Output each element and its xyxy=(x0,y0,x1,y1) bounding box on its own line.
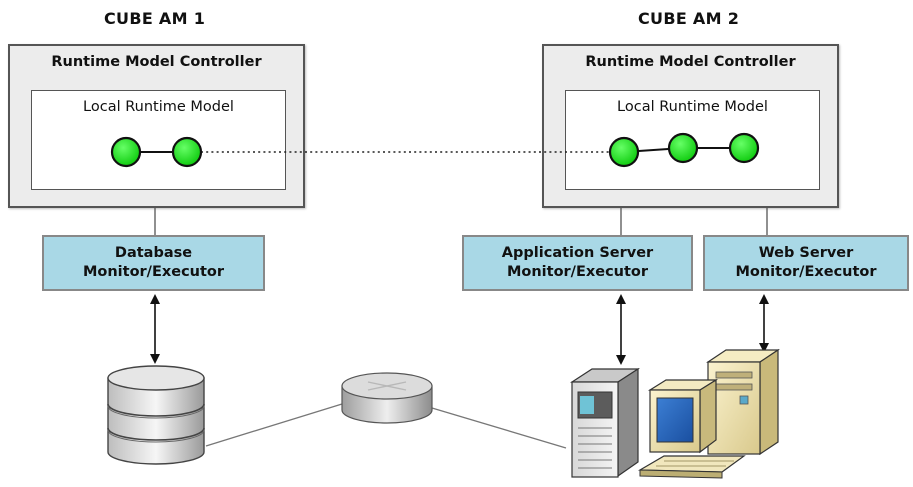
app-server-monitor-line2: Monitor/Executor xyxy=(506,264,649,280)
network-link-router-servers xyxy=(431,407,567,449)
am1-node-2 xyxy=(171,136,203,168)
am1-title: CUBE AM 1 xyxy=(104,9,206,28)
am2-node-2 xyxy=(667,132,699,164)
am2-node-3 xyxy=(728,132,760,164)
network-link-db-router xyxy=(205,403,343,447)
web-server-double-arrow xyxy=(759,294,769,353)
am1-controller-title: Runtime Model Controller xyxy=(51,54,262,70)
server-tower-icon xyxy=(569,367,641,478)
database-icon xyxy=(107,365,205,465)
am1-model-title: Local Runtime Model xyxy=(83,99,234,115)
database-double-arrow xyxy=(150,294,160,364)
app-server-monitor-executor: Application Server Monitor/Executor xyxy=(462,235,693,291)
am2-controller-title: Runtime Model Controller xyxy=(585,54,796,70)
desktop-computer-icon xyxy=(637,348,780,479)
app-server-monitor-line1: Application Server xyxy=(501,245,654,261)
database-monitor-executor: Database Monitor/Executor xyxy=(42,235,265,291)
web-server-monitor-line1: Web Server xyxy=(758,245,854,261)
database-monitor-line2: Monitor/Executor xyxy=(82,264,225,280)
web-server-monitor-executor: Web Server Monitor/Executor xyxy=(703,235,909,291)
web-server-monitor-line2: Monitor/Executor xyxy=(735,264,877,280)
app-server-double-arrow xyxy=(616,294,626,365)
router-icon xyxy=(341,372,433,424)
am1-node-1 xyxy=(110,136,142,168)
am1-local-runtime-model: Local Runtime Model xyxy=(31,90,286,190)
database-monitor-line1: Database xyxy=(114,245,193,261)
am2-title: CUBE AM 2 xyxy=(638,9,740,28)
am2-node-1 xyxy=(608,136,640,168)
am1-runtime-model-controller: Runtime Model Controller Local Runtime M… xyxy=(8,44,305,208)
am2-model-title: Local Runtime Model xyxy=(617,99,768,115)
